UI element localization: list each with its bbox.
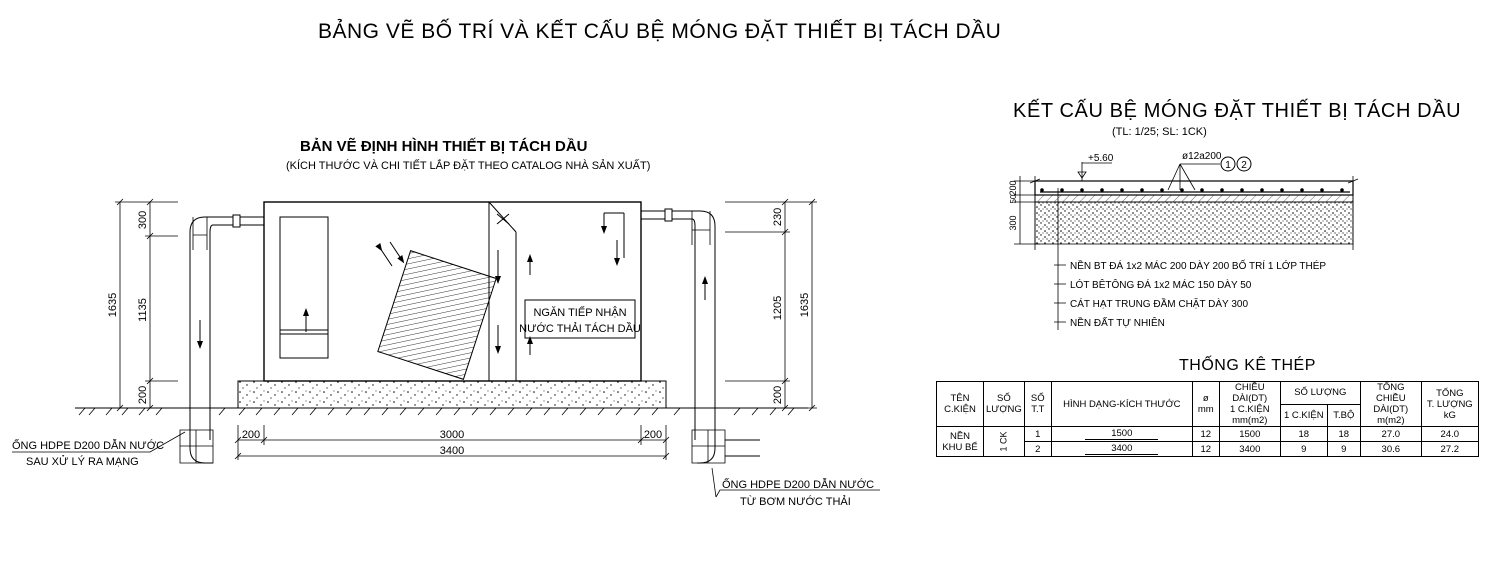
dim-right-200: 200	[772, 386, 784, 404]
dim-left-300: 300	[137, 211, 149, 229]
row2-dia: 12	[1191, 441, 1220, 457]
hdr-so-luong-group: SỐ LƯỢNG	[1279, 381, 1361, 405]
layer-3: CÁT HẠT TRUNG ĐẦM CHẶT DÀY 300	[1070, 297, 1248, 310]
group-qty: 1 CK	[983, 426, 1025, 457]
left-drawing-title: BẢN VẼ ĐỊNH HÌNH THIẾT BỊ TÁCH DẦU	[300, 138, 588, 155]
row2-sl-tb: 9	[1326, 441, 1361, 457]
steel-stats-title: THỐNG KÊ THÉP	[1179, 357, 1316, 374]
inlet-label-1: ỐNG HDPE D200 DẪN NƯỚC	[722, 477, 874, 491]
outlet-pipe	[179, 214, 264, 464]
row2-tt: 2	[1023, 441, 1052, 457]
dim-bottom-3400: 3400	[440, 445, 464, 457]
foundation-section	[1014, 156, 1359, 330]
row1-dia: 12	[1191, 426, 1220, 442]
row1-len: 1500	[1218, 426, 1281, 442]
layer-4: NỀN ĐẤT TỰ NHIÊN	[1070, 316, 1165, 329]
outlet-label-1: ỐNG HDPE D200 DẪN NƯỚC	[12, 438, 164, 452]
dim-bottom-3000: 3000	[440, 429, 464, 441]
row1-sl-ck: 18	[1279, 426, 1328, 442]
bubble-2: 2	[1241, 160, 1247, 171]
right-drawing-subtitle: (TL: 1/25; SL: 1CK)	[1112, 126, 1207, 138]
hdr-sl-tbo: T.BỘ	[1326, 403, 1361, 427]
dim-right-1635: 1635	[799, 293, 811, 317]
row2-weight: 27.2	[1420, 441, 1479, 457]
row2-total-len: 30.6	[1359, 441, 1422, 457]
bubble-1: 1	[1225, 160, 1231, 171]
chamber-label-1: NGĂN TIẾP NHẬN	[533, 306, 626, 319]
dim-left-200: 200	[137, 386, 149, 404]
dim-slab-200: 200	[1008, 180, 1018, 195]
main-title: BẢNG VẼ BỐ TRÍ VÀ KẾT CẤU BỆ MÓNG ĐẶT TH…	[318, 20, 1002, 43]
dim-left-1635: 1635	[107, 293, 119, 317]
level-label: +5.60	[1088, 153, 1114, 164]
dim-bottom-200a: 200	[242, 429, 260, 441]
dim-right-230: 230	[772, 208, 784, 226]
left-drawing-subtitle: (KÍCH THƯỚC VÀ CHI TIẾT LẮP ĐẶT THEO CAT…	[286, 160, 651, 172]
dim-bottom-200b: 200	[644, 429, 662, 441]
dim-left-1135: 1135	[137, 298, 149, 322]
row1-weight: 24.0	[1420, 426, 1479, 442]
outlet-label-2: SAU XỬ LÝ RA MẠNG	[26, 455, 139, 468]
row2-len: 3400	[1218, 441, 1281, 457]
chamber-label-2: NƯỚC THẢI TÁCH DẦU	[519, 322, 641, 335]
table-row: 2 3400 12 3400 9 9 30.6 27.2	[937, 441, 1479, 457]
hdr-hinh-dang: HÌNH DẠNG-KÍCH THƯỚC	[1050, 381, 1193, 427]
dim-sand-300: 300	[1008, 215, 1018, 230]
row2-sl-ck: 9	[1279, 441, 1328, 457]
separator-tank	[75, 201, 808, 416]
row1-sl-tb: 18	[1326, 426, 1361, 442]
dim-lean-50: 50	[1009, 194, 1018, 203]
dim-right-1205: 1205	[772, 296, 784, 320]
row1-total-len: 27.0	[1359, 426, 1422, 442]
inlet-label-2: TỪ BƠM NƯỚC THẢI	[740, 495, 851, 508]
hdr-sl-ckien: 1 C.KIỆN	[1279, 403, 1328, 427]
row1-shape: 1500	[1050, 426, 1193, 442]
right-drawing-title: KẾT CẤU BỆ MÓNG ĐẶT THIẾT BỊ TÁCH DẦU	[1013, 100, 1462, 122]
row1-tt: 1	[1023, 426, 1052, 442]
row2-shape: 3400	[1050, 441, 1193, 457]
layer-2: LÓT BÊTÔNG ĐÁ 1x2 MÁC 150 DÀY 50	[1070, 278, 1252, 291]
left-dimensions	[12, 198, 880, 498]
rebar-label: ø12a200	[1182, 151, 1222, 162]
inlet-pipe	[641, 208, 760, 464]
layer-1: NỀN BT ĐÁ 1x2 MÁC 200 DÀY 200 BỐ TRÍ 1 L…	[1070, 258, 1326, 272]
